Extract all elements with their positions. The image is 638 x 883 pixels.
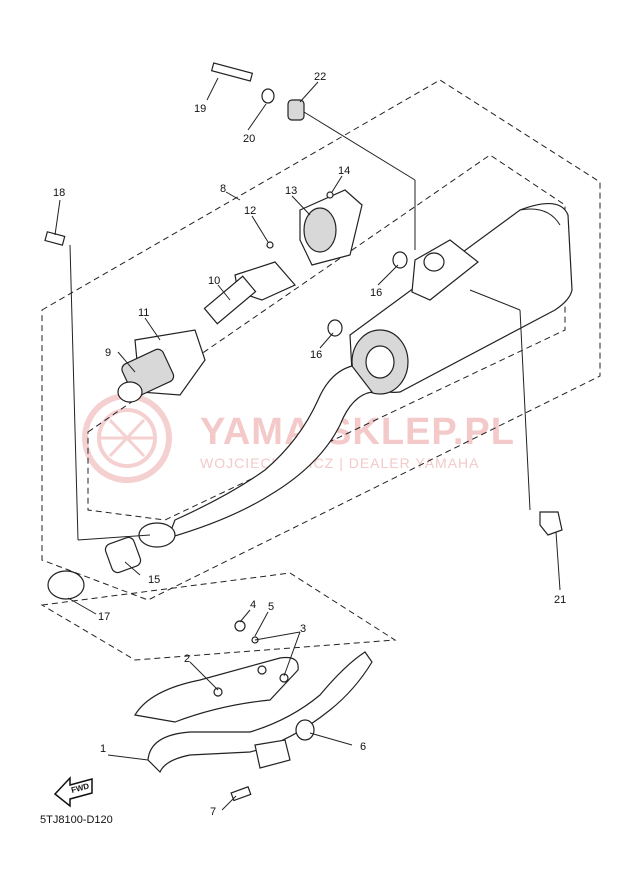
callout-12: 12 bbox=[244, 205, 256, 217]
callout-15: 15 bbox=[148, 574, 160, 586]
callout-22: 22 bbox=[314, 71, 326, 83]
callout-14: 14 bbox=[338, 165, 350, 177]
callout-4: 4 bbox=[250, 599, 256, 611]
watermark-subtitle: WOJCIECHOWICZ | DEALER YAMAHA bbox=[200, 455, 479, 471]
callout-20: 20 bbox=[243, 133, 255, 145]
silencer-internals bbox=[117, 189, 363, 403]
callout-7: 7 bbox=[210, 806, 216, 818]
muffler-bracket bbox=[411, 239, 479, 301]
watermark-title: YAMA-SKLEP.PL bbox=[200, 411, 515, 453]
joint-pipe bbox=[138, 365, 374, 548]
callout-3: 3 bbox=[300, 623, 306, 635]
callout-6: 6 bbox=[360, 741, 366, 753]
callout-8: 8 bbox=[220, 183, 226, 195]
small-parts bbox=[44, 62, 563, 600]
callout-13: 13 bbox=[285, 185, 297, 197]
heat-protector bbox=[134, 656, 299, 723]
muffler-group-outline bbox=[41, 79, 601, 601]
callout-21: 21 bbox=[554, 594, 566, 606]
callout-17: 17 bbox=[98, 611, 110, 623]
callout-19: 19 bbox=[194, 103, 206, 115]
leader-lines bbox=[54, 77, 561, 811]
diagram-code: 5TJ8100-D120 bbox=[40, 814, 113, 826]
callout-11: 11 bbox=[138, 307, 149, 319]
pipe-group-outline bbox=[40, 572, 397, 661]
callout-1: 1 bbox=[100, 743, 106, 755]
callout-5: 5 bbox=[268, 601, 274, 613]
callout-10: 10 bbox=[208, 275, 220, 287]
callout-2: 2 bbox=[184, 653, 190, 665]
fwd-arrow-icon: FWD bbox=[53, 776, 93, 808]
callouts: 1 2 3 4 5 6 7 8 9 10 11 12 13 14 15 16 1… bbox=[53, 71, 566, 818]
muffler bbox=[349, 203, 573, 395]
callout-18: 18 bbox=[53, 187, 65, 199]
callout-16b: 16 bbox=[310, 349, 322, 361]
callout-9: 9 bbox=[105, 347, 111, 359]
callout-16a: 16 bbox=[370, 287, 382, 299]
exhaust-pipe bbox=[147, 651, 373, 774]
